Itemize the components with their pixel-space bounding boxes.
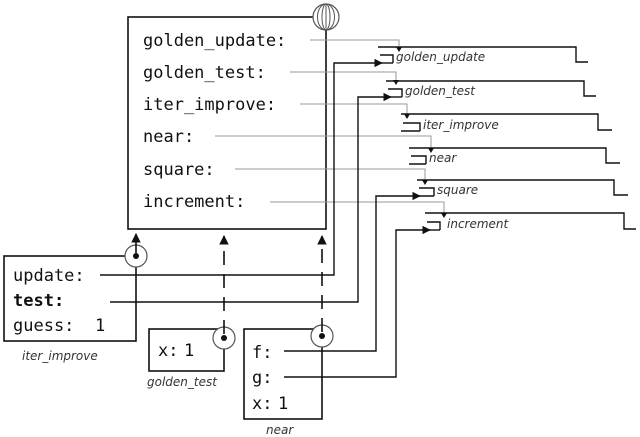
function-golden-update: golden_update [378, 46, 588, 64]
golden-test-frame-box [148, 328, 225, 372]
pointer-test-to-golden-test [110, 92, 392, 303]
pointer-f-to-square [284, 191, 421, 352]
binding-golden-test: golden_test: [143, 63, 266, 83]
value-x: 1 [184, 341, 194, 361]
value-x: 1 [278, 394, 288, 414]
function-iter-improve: iter_improve [401, 113, 612, 132]
function-label: golden_test [405, 84, 476, 98]
frame-label-golden-test: golden_test [147, 375, 218, 389]
global-frame: golden_update: golden_test: iter_improve… [127, 3, 340, 230]
function-label: iter_improve [423, 118, 499, 132]
pointer-square [235, 168, 426, 180]
global-frame-box [127, 16, 327, 230]
globe-icon [312, 3, 340, 31]
binding-x: x: [158, 341, 178, 361]
binding-increment: increment: [143, 192, 245, 212]
golden-test-frame: x: 1 golden_test [147, 235, 236, 389]
pointer-near [215, 135, 432, 148]
function-square: square [417, 179, 628, 197]
function-increment: increment [425, 212, 636, 231]
value-guess: 1 [95, 316, 105, 336]
binding-guess: guess: [13, 316, 74, 336]
function-label: increment [447, 217, 510, 231]
function-label: near [429, 151, 457, 165]
pointer-update-to-golden-update [100, 58, 383, 276]
iter-improve-frame: update: test: guess: 1 iter_improve [3, 233, 148, 363]
function-near: near [409, 147, 620, 165]
frame-pointers [100, 58, 431, 378]
frame-label-near: near [266, 423, 294, 437]
frame-label-iter-improve: iter_improve [22, 349, 98, 363]
binding-x: x: [252, 394, 272, 414]
near-frame: f: g: x: 1 near [243, 235, 334, 437]
pointer-iter-improve [300, 103, 408, 114]
pointer-g-to-increment [284, 225, 431, 378]
pointer-golden-test [290, 71, 397, 80]
binding-test: test: [13, 291, 64, 311]
iter-improve-frame-box [3, 255, 137, 342]
function-golden-test: golden_test [386, 80, 596, 98]
binding-golden-update: golden_update: [143, 31, 286, 51]
function-label: square [437, 183, 478, 197]
global-pointers [215, 39, 447, 218]
pointer-golden-update [310, 39, 400, 46]
binding-iter-improve: iter_improve: [143, 95, 276, 115]
binding-f: f: [252, 343, 272, 363]
binding-square: square: [143, 160, 215, 180]
function-objects: golden_update golden_test iter_improve n… [378, 46, 636, 231]
binding-update: update: [13, 266, 85, 286]
binding-g: g: [252, 368, 272, 388]
binding-near: near: [143, 127, 194, 147]
near-frame-box [243, 328, 323, 420]
pointer-increment [270, 201, 445, 213]
function-label: golden_update [396, 50, 485, 64]
